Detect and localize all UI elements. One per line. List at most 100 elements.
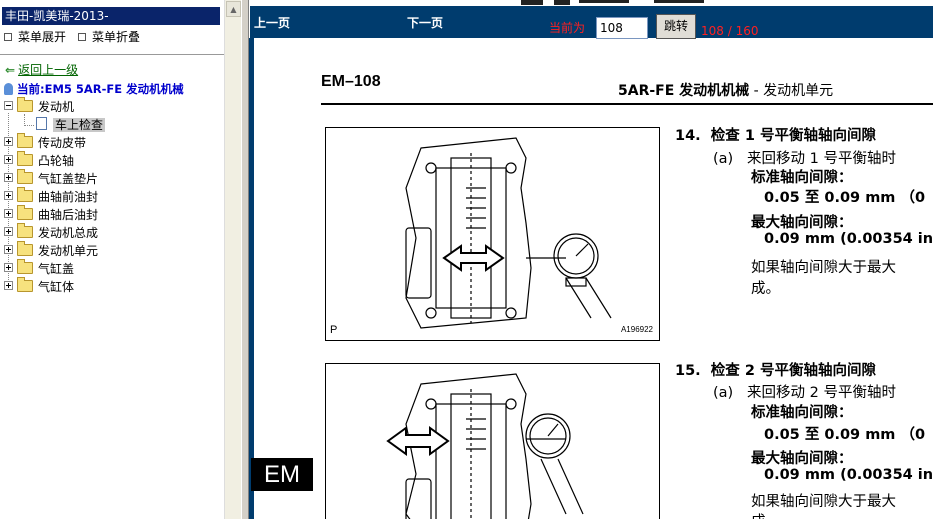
expand-node-icon[interactable] — [4, 281, 13, 290]
max-clearance-title: 最大轴向间隙： — [751, 215, 853, 231]
tree-node-engine-unit[interactable]: 发动机单元 — [4, 240, 98, 260]
tree-connector — [8, 113, 9, 288]
max-clearance-value: 0.09 mm (0.00354 in — [764, 231, 933, 247]
step-title: 检查 1 号平衡轴轴向间隙 — [710, 128, 876, 144]
engine-illustration — [386, 373, 584, 519]
tree-connector — [24, 125, 34, 126]
prev-page-link[interactable]: 上一页 — [254, 16, 291, 30]
substep-label: (a) — [713, 385, 734, 401]
tree-node-cylinder-head[interactable]: 气缸盖 — [4, 258, 75, 278]
collapse-node-icon[interactable] — [4, 101, 13, 110]
figure-label: P — [330, 324, 338, 336]
substep-a: (a) 来回移动 2 号平衡轴时 — [713, 381, 896, 402]
tree-node-camshaft[interactable]: 凸轮轴 — [4, 150, 75, 170]
page-number-input[interactable] — [596, 17, 648, 39]
tree-node-label: 气缸体 — [38, 280, 75, 294]
folder-icon — [17, 258, 33, 274]
expand-node-icon[interactable] — [4, 227, 13, 236]
folder-icon — [17, 186, 33, 202]
figure-balance-shaft-2 — [325, 363, 660, 519]
folder-icon — [17, 150, 33, 166]
section-tab: EM — [251, 458, 313, 491]
tree-node-label: 车上检查 — [53, 118, 106, 132]
strip-block — [579, 0, 629, 3]
tree-node-onvehicle-inspection[interactable]: 车上检查 — [36, 116, 106, 134]
folder-icon — [17, 168, 33, 184]
tree-node-label: 曲轴后油封 — [38, 208, 99, 222]
menu-collapse-label: 菜单折叠 — [92, 30, 141, 44]
step-title: 检查 2 号平衡轴轴向间隙 — [710, 363, 876, 379]
substep-text: 来回移动 1 号平衡轴时 — [747, 151, 896, 167]
page-number: EM–108 — [321, 73, 381, 90]
standard-clearance-value: 0.05 至 0.09 mm （0 — [764, 190, 926, 206]
substep-label: (a) — [713, 151, 734, 167]
standard-clearance-title: 标准轴向间隙： — [751, 170, 853, 186]
folder-icon — [17, 132, 33, 148]
figure-code: A196922 — [620, 325, 653, 334]
back-link[interactable]: ⇐返回上一级 — [5, 63, 78, 77]
clearance-note-cont: 成 — [751, 510, 766, 519]
expand-node-icon[interactable] — [4, 245, 13, 254]
tree-node-drive-belt[interactable]: 传动皮带 — [4, 132, 87, 152]
tree-node-label: 凸轮轴 — [38, 154, 75, 168]
folder-open-icon — [17, 96, 33, 112]
step-14-heading: 14. 检查 1 号平衡轴轴向间隙 — [675, 124, 876, 145]
back-link-label: 返回上一级 — [18, 63, 79, 77]
folder-icon — [17, 276, 33, 292]
strip-block — [554, 0, 570, 5]
tree-scrollbar[interactable]: ▲ — [224, 0, 241, 519]
step-15-heading: 15. 检查 2 号平衡轴轴向间隙 — [675, 359, 876, 380]
tree-node-label: 气缸盖垫片 — [38, 172, 99, 186]
page-header: 5AR-FE 发动机机械 - 发动机单元 — [618, 80, 833, 100]
menu-collapse-button[interactable]: 菜单折叠 — [78, 29, 140, 45]
expand-node-icon[interactable] — [4, 155, 13, 164]
figure-balance-shaft-1: P A196922 — [325, 127, 660, 341]
tree-node-label: 传动皮带 — [38, 136, 87, 150]
clearance-note: 如果轴向间隙大于最大 — [751, 494, 896, 510]
back-arrow-icon: ⇐ — [5, 63, 16, 77]
standard-clearance-title: 标准轴向间隙： — [751, 405, 853, 421]
clearance-note: 如果轴向间隙大于最大 — [751, 260, 896, 276]
expand-icon — [4, 32, 12, 41]
book-icon — [4, 82, 13, 95]
document-icon — [36, 117, 47, 130]
tree-node-label: 气缸盖 — [38, 262, 75, 276]
tree-node-engine-assembly[interactable]: 发动机总成 — [4, 222, 98, 242]
tree-pane: 丰田-凯美瑞-2013- 菜单展开 菜单折叠 ⇐返回上一级 当前:EM5 5AR… — [0, 0, 224, 519]
page-count: 108 / 160 — [701, 24, 759, 38]
current-section-label: 当前:EM5 5AR-FE 发动机机械 — [17, 82, 184, 96]
double-arrow-icon — [386, 426, 450, 456]
expand-node-icon[interactable] — [4, 191, 13, 200]
tree-connector — [24, 114, 25, 126]
engine-illustration — [405, 137, 612, 329]
tree-title: 丰田-凯美瑞-2013- — [2, 7, 220, 25]
current-page-label: 当前为 — [549, 21, 586, 35]
collapse-icon — [78, 32, 86, 41]
menu-expand-button[interactable]: 菜单展开 — [4, 29, 66, 45]
page-header-title: 5AR-FE 发动机机械 — [618, 83, 750, 99]
page-nav-bar: 上一页 下一页 当前为 跳转 108 / 160 — [250, 6, 933, 39]
strip-block — [654, 0, 704, 3]
jump-button[interactable]: 跳转 — [656, 14, 696, 39]
tree-node-cylinder-block[interactable]: 气缸体 — [4, 276, 75, 296]
expand-node-icon[interactable] — [4, 263, 13, 272]
current-section: 当前:EM5 5AR-FE 发动机机械 — [4, 81, 184, 97]
folder-icon — [17, 240, 33, 256]
strip-block — [521, 0, 543, 5]
expand-node-icon[interactable] — [4, 209, 13, 218]
expand-node-icon[interactable] — [4, 173, 13, 182]
document-viewer: 上一页 下一页 当前为 跳转 108 / 160 EM–108 5AR-FE 发… — [249, 0, 933, 519]
substep-text: 来回移动 2 号平衡轴时 — [747, 385, 896, 401]
next-page-link[interactable]: 下一页 — [407, 16, 444, 30]
clearance-note-cont: 成。 — [751, 281, 780, 297]
pane-splitter[interactable] — [241, 0, 249, 519]
tree-node-head-gasket[interactable]: 气缸盖垫片 — [4, 168, 99, 188]
scroll-up-icon[interactable]: ▲ — [226, 1, 241, 17]
divider — [0, 54, 224, 55]
tree-node-rear-oil-seal[interactable]: 曲轴后油封 — [4, 204, 99, 224]
tree-node-engine[interactable]: 发动机 — [4, 96, 74, 116]
tree-node-front-oil-seal[interactable]: 曲轴前油封 — [4, 186, 98, 206]
expand-node-icon[interactable] — [4, 137, 13, 146]
double-arrow-icon — [442, 244, 505, 272]
left-border — [249, 38, 254, 519]
